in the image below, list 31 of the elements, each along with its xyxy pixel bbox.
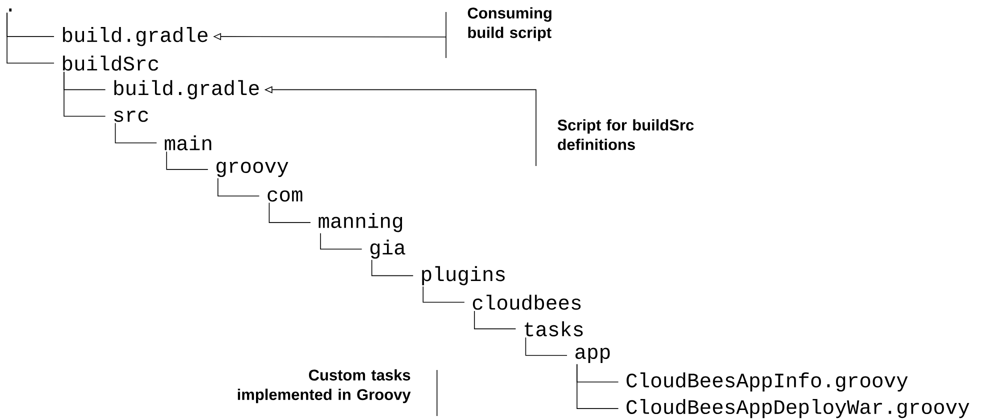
tree-entry: tasks — [524, 321, 583, 336]
tree-branch — [422, 286, 465, 303]
tree-branch — [525, 337, 568, 356]
tree-entry: CloudBeesAppDeployWar.groovy — [626, 399, 970, 418]
tree-entry: . — [9, 8, 12, 12]
tree-entry: plugins — [422, 266, 505, 286]
tree-entry: app — [576, 348, 610, 364]
tree-branch — [6, 12, 54, 64]
tree-entry: gia — [370, 240, 406, 259]
callout-text: Script for buildSrc definitions — [558, 119, 694, 150]
callout-text: Consuming build script — [468, 7, 552, 42]
tree-entry: build.gradle — [63, 27, 208, 46]
callout-text: Custom tasks implemented in Groovy — [238, 369, 411, 404]
tree-entry: com — [268, 190, 302, 202]
tree-branch — [268, 202, 311, 223]
tree-branch — [371, 259, 414, 276]
tree-entry: build.gradle — [114, 80, 259, 100]
tree-branch — [320, 232, 362, 250]
tree-branch — [114, 122, 158, 144]
tree-entry: manning — [318, 213, 402, 232]
tree-entry: buildSrc — [63, 56, 158, 71]
tree-branch — [576, 364, 619, 409]
tree-branch — [64, 72, 106, 117]
tree-entry: groovy — [216, 162, 288, 178]
tree-branch — [166, 151, 208, 170]
tree-entry: CloudBeesAppInfo.groovy — [626, 372, 908, 392]
tree-branch — [474, 310, 516, 330]
tree-entry: main — [164, 135, 212, 150]
tree-entry: cloudbees — [472, 294, 581, 310]
tree-entry: src — [114, 110, 148, 122]
tree-branch — [218, 178, 260, 196]
